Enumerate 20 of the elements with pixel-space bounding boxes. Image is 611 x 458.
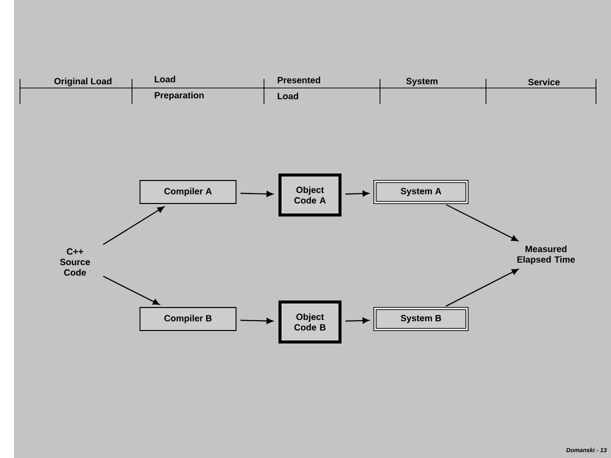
process-box: Object Code A [278,174,342,216]
arrow [345,190,370,197]
node-text: Measured Elapsed Time [517,246,575,264]
process-box: Object Code B [278,300,342,344]
arrow [103,276,160,305]
arrow [446,268,518,307]
node-text: C++ Source Code [60,248,90,276]
process-box: System A [373,180,469,204]
phase-label: Service [526,78,561,86]
process-box: Compiler A [140,180,236,204]
phase-label: Original Load [53,76,113,88]
arrow [240,190,274,197]
phase-label: Load Preparation [154,76,204,100]
process-box: Compiler B [140,307,236,331]
phase-label: Presented Load [278,76,320,100]
arrow [345,318,370,324]
arrow [102,206,164,246]
process-box: System B [373,306,469,332]
arrow [240,318,274,324]
arrow [446,204,518,242]
